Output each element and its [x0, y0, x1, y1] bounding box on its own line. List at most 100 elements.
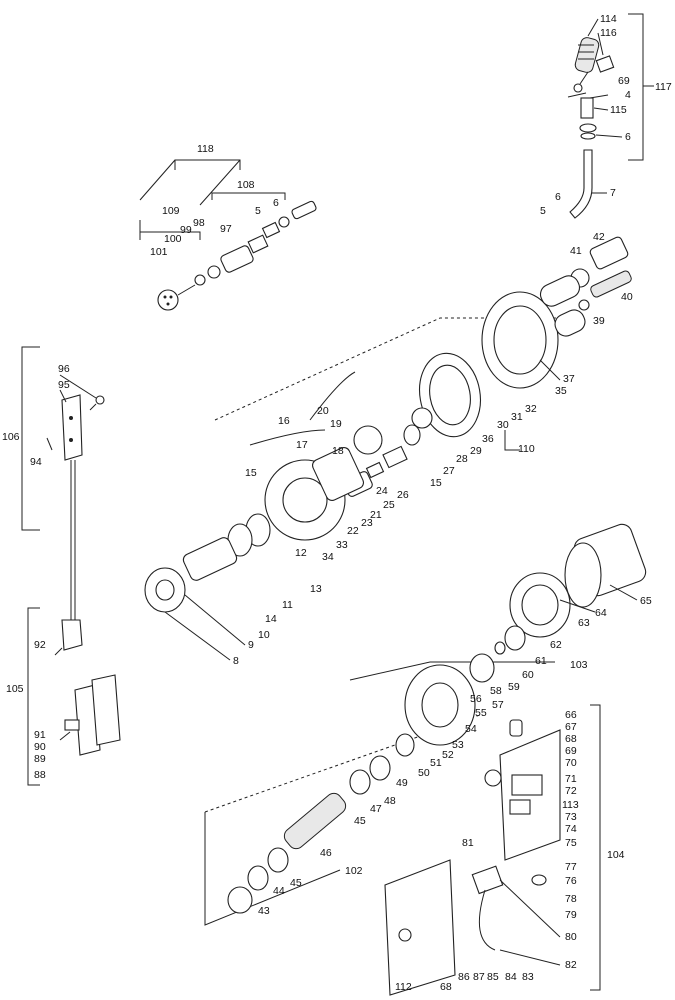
label-112: 112	[395, 981, 412, 993]
label-21: 21	[370, 509, 382, 521]
label-89: 89	[34, 753, 46, 765]
label-58: 58	[490, 685, 502, 697]
label-70: 70	[565, 757, 577, 769]
label-97: 97	[220, 223, 232, 235]
label-40: 40	[621, 291, 633, 303]
label-10: 10	[258, 629, 270, 641]
label-101: 101	[150, 246, 168, 258]
label-25: 25	[383, 499, 395, 511]
label-71: 71	[565, 773, 577, 785]
label-53: 53	[452, 739, 464, 751]
label-28: 28	[456, 453, 468, 465]
label-60: 60	[522, 669, 534, 681]
group-brackets	[21, 13, 654, 991]
label-52: 52	[442, 749, 454, 761]
label-104: 104	[607, 849, 625, 861]
label-102: 102	[345, 865, 363, 877]
label-118: 118	[197, 143, 214, 155]
label-15: 15	[430, 477, 442, 489]
label-47: 47	[370, 803, 382, 815]
label-19: 19	[330, 418, 342, 430]
upper-assembly	[144, 236, 632, 613]
motor-assembly	[227, 523, 647, 914]
label-79: 79	[565, 909, 577, 921]
part-group-106-105	[46, 394, 121, 756]
label-59: 59	[508, 681, 520, 693]
label-20: 20	[317, 405, 329, 417]
label-95: 95	[58, 379, 70, 391]
electrical-box	[384, 719, 561, 996]
label-15: 15	[245, 467, 257, 479]
label-39: 39	[593, 315, 605, 327]
label-27: 27	[443, 465, 455, 477]
label-64: 64	[595, 607, 607, 619]
label-67: 67	[565, 721, 577, 733]
label-12: 12	[295, 547, 307, 559]
label-98: 98	[193, 217, 205, 229]
label-84: 84	[505, 971, 517, 983]
label-116: 116	[600, 27, 617, 39]
label-103: 103	[570, 659, 588, 671]
label-92: 92	[34, 639, 46, 651]
label-50: 50	[418, 767, 430, 779]
label-13: 13	[310, 583, 322, 595]
label-114: 114	[600, 13, 617, 25]
label-77: 77	[565, 861, 577, 873]
label-23: 23	[361, 517, 373, 529]
label-78: 78	[565, 893, 577, 905]
label-68: 68	[565, 733, 577, 745]
label-62: 62	[550, 639, 562, 651]
label-7: 7	[610, 187, 616, 199]
label-115: 115	[610, 104, 627, 116]
label-48: 48	[384, 795, 396, 807]
label-51: 51	[430, 757, 442, 769]
label-66: 66	[565, 709, 577, 721]
label-55: 55	[475, 707, 487, 719]
label-94: 94	[30, 456, 42, 468]
label-6: 6	[555, 191, 561, 203]
label-4: 4	[625, 89, 631, 101]
label-42: 42	[593, 231, 605, 243]
label-6: 6	[625, 131, 631, 143]
label-91: 91	[34, 729, 46, 741]
label-82: 82	[565, 959, 577, 971]
label-16: 16	[278, 415, 290, 427]
label-74: 74	[565, 823, 577, 835]
label-90: 90	[34, 741, 46, 753]
label-88: 88	[34, 769, 46, 781]
label-83: 83	[522, 971, 534, 983]
label-81: 81	[462, 837, 474, 849]
label-113: 113	[562, 799, 579, 811]
label-108: 108	[237, 179, 255, 191]
label-57: 57	[492, 699, 504, 711]
label-68: 68	[440, 981, 452, 993]
label-85: 85	[487, 971, 499, 983]
label-61: 61	[535, 655, 547, 667]
label-35: 35	[555, 385, 567, 397]
part-group-118	[157, 200, 317, 311]
label-110: 110	[518, 443, 535, 455]
label-22: 22	[347, 525, 359, 537]
label-30: 30	[497, 419, 509, 431]
label-117: 117	[655, 81, 672, 93]
label-96: 96	[58, 363, 70, 375]
label-76: 76	[565, 875, 577, 887]
label-105: 105	[6, 683, 24, 695]
label-73: 73	[565, 811, 577, 823]
label-5: 5	[255, 205, 261, 217]
label-11: 11	[282, 599, 293, 611]
label-99: 99	[180, 224, 192, 236]
label-63: 63	[578, 617, 590, 629]
label-87: 87	[473, 971, 485, 983]
label-17: 17	[296, 439, 308, 451]
label-45: 45	[290, 877, 302, 889]
label-43: 43	[258, 905, 270, 917]
label-44: 44	[273, 885, 285, 897]
label-72: 72	[565, 785, 577, 797]
label-9: 9	[248, 639, 254, 651]
part-labels: 114 116 69 117 4 115 6 7 6 5 42 41 40 39…	[2, 13, 672, 993]
label-37: 37	[563, 373, 575, 385]
label-8: 8	[233, 655, 239, 667]
label-31: 31	[511, 411, 523, 423]
